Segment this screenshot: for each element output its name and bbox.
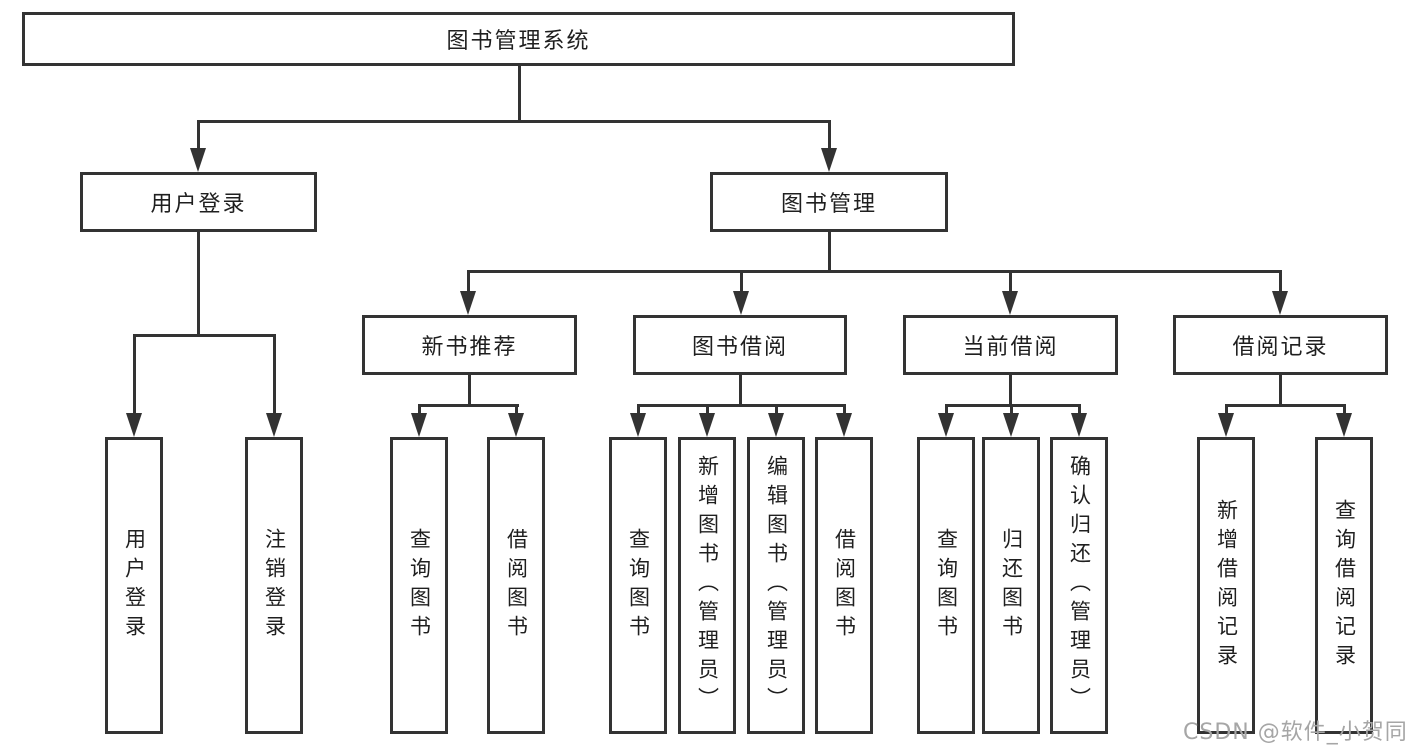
leaf-current-query-books-label: 查询图书 — [934, 527, 959, 644]
connector — [637, 404, 640, 414]
connector — [197, 232, 200, 336]
connector — [828, 120, 831, 150]
connector — [1225, 404, 1228, 414]
leaf-user-login-label: 用户登录 — [122, 527, 147, 644]
arrowhead-down — [1002, 291, 1018, 315]
arrowhead-down — [1003, 413, 1019, 437]
arrowhead-down — [411, 413, 427, 437]
connector — [828, 232, 831, 272]
arrowhead-down — [768, 413, 784, 437]
arrowhead-down — [821, 148, 837, 172]
connector — [197, 120, 831, 123]
arrowhead-down — [1218, 413, 1234, 437]
connector — [1009, 375, 1012, 406]
node-root-label: 图书管理系统 — [446, 29, 591, 54]
connector — [945, 404, 1081, 407]
connector — [1279, 375, 1282, 406]
connector — [518, 66, 521, 120]
arrowhead-down — [126, 413, 142, 437]
leaf-borrowing-edit-books-admin: 编辑图书（管理员） — [747, 437, 805, 734]
leaf-borrowing-add-books-admin-label: 新增图书（管理员） — [695, 455, 720, 716]
arrowhead-down — [460, 291, 476, 315]
node-user-login: 用户登录 — [80, 172, 317, 232]
connector — [637, 404, 845, 407]
leaf-current-return-books-label: 归还图书 — [999, 527, 1024, 644]
node-root-system: 图书管理系统 — [22, 12, 1015, 66]
node-book-borrowing: 图书借阅 — [633, 315, 847, 375]
connector — [467, 270, 470, 292]
connector — [468, 375, 471, 406]
connector — [775, 404, 778, 414]
leaf-borrowing-add-books-admin: 新增图书（管理员） — [678, 437, 736, 734]
leaf-recommend-query-books-label: 查询图书 — [407, 527, 432, 644]
leaf-logout-label: 注销登录 — [262, 527, 287, 644]
leaf-current-query-books: 查询图书 — [917, 437, 975, 734]
leaf-records-query-record: 查询借阅记录 — [1315, 437, 1373, 734]
connector — [843, 404, 846, 414]
node-new-book-recommend-label: 新书推荐 — [421, 335, 518, 360]
connector — [197, 120, 200, 150]
arrowhead-down — [630, 413, 646, 437]
arrowhead-down — [1272, 291, 1288, 315]
node-new-book-recommend: 新书推荐 — [362, 315, 577, 375]
connector — [945, 404, 948, 414]
arrowhead-down — [1071, 413, 1087, 437]
watermark: CSDN @软件_小贺同学 — [1183, 720, 1405, 745]
leaf-current-return-books: 归还图书 — [982, 437, 1040, 734]
connector — [273, 334, 276, 414]
arrowhead-down — [699, 413, 715, 437]
connector — [740, 270, 743, 292]
connector — [515, 404, 518, 414]
arrowhead-down — [1336, 413, 1352, 437]
leaf-borrowing-query-books: 查询图书 — [609, 437, 667, 734]
connector — [467, 270, 1282, 273]
node-borrowing-records-label: 借阅记录 — [1232, 335, 1329, 360]
connector — [706, 404, 709, 414]
arrowhead-down — [836, 413, 852, 437]
connector — [418, 404, 421, 414]
node-book-management-label: 图书管理 — [780, 192, 877, 217]
node-book-management: 图书管理 — [710, 172, 948, 232]
leaf-recommend-borrow-books: 借阅图书 — [487, 437, 545, 734]
arrowhead-down — [733, 291, 749, 315]
connector — [1078, 404, 1081, 414]
connector — [1009, 270, 1012, 292]
leaf-records-add-record: 新增借阅记录 — [1197, 437, 1255, 734]
leaf-logout: 注销登录 — [245, 437, 303, 734]
arrowhead-down — [508, 413, 524, 437]
leaf-records-add-record-label: 新增借阅记录 — [1214, 498, 1239, 673]
arrowhead-down — [938, 413, 954, 437]
leaf-borrowing-edit-books-admin-label: 编辑图书（管理员） — [764, 455, 789, 716]
node-current-borrowing: 当前借阅 — [903, 315, 1118, 375]
leaf-borrowing-borrow-books-label: 借阅图书 — [832, 527, 857, 644]
leaf-borrowing-query-books-label: 查询图书 — [626, 527, 651, 644]
arrowhead-down — [190, 148, 206, 172]
connector — [1225, 404, 1345, 407]
connector — [1010, 404, 1013, 414]
node-current-borrowing-label: 当前借阅 — [962, 335, 1059, 360]
connector — [133, 334, 136, 414]
leaf-user-login: 用户登录 — [105, 437, 163, 734]
node-user-login-label: 用户登录 — [150, 192, 247, 217]
node-borrowing-records: 借阅记录 — [1173, 315, 1388, 375]
connector — [1279, 270, 1282, 292]
connector — [133, 334, 276, 337]
leaf-recommend-borrow-books-label: 借阅图书 — [504, 527, 529, 644]
node-book-borrowing-label: 图书借阅 — [691, 335, 788, 360]
leaf-current-confirm-return-admin-label: 确认归还（管理员） — [1067, 455, 1092, 716]
arrowhead-down — [266, 413, 282, 437]
connector — [739, 375, 742, 406]
connector — [1343, 404, 1346, 414]
connector — [418, 404, 519, 407]
leaf-recommend-query-books: 查询图书 — [390, 437, 448, 734]
leaf-records-query-record-label: 查询借阅记录 — [1332, 498, 1357, 673]
leaf-borrowing-borrow-books: 借阅图书 — [815, 437, 873, 734]
leaf-current-confirm-return-admin: 确认归还（管理员） — [1050, 437, 1108, 734]
